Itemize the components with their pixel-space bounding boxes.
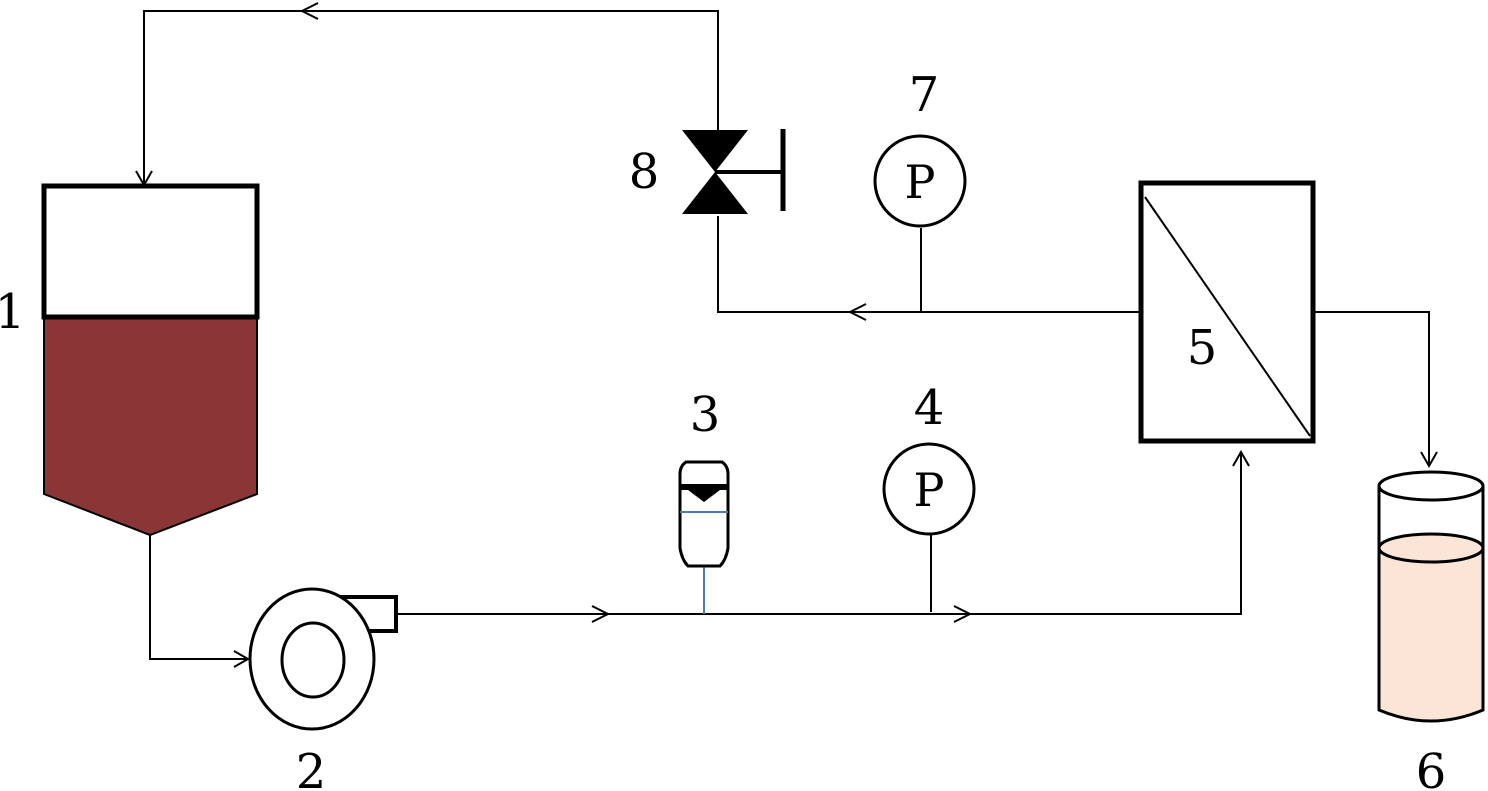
pipe-permeate-line [1314, 311, 1430, 466]
pipe-retentate-line [717, 216, 1140, 313]
arrow-into-pump [233, 650, 251, 668]
valve-lower-triangle [682, 172, 748, 214]
permeate-container [1377, 470, 1485, 723]
outlet-pressure-gauge: P [873, 134, 967, 228]
label-flowmeter: 3 [690, 387, 721, 443]
label-membrane-module: 5 [1187, 320, 1218, 376]
outlet-gauge-letter: P [905, 155, 936, 209]
membrane-separator [1144, 196, 1311, 437]
label-outlet-pressure-gauge: 7 [909, 67, 940, 123]
arrow-return [299, 2, 319, 20]
flowmeter-body [678, 460, 730, 568]
outlet-gauge-dial [873, 134, 967, 228]
label-valve: 8 [629, 144, 660, 200]
pump [248, 587, 398, 731]
permeate-liquid-surface [1377, 532, 1485, 564]
pipe-feed-line [396, 452, 1242, 615]
arrow-into-container [1420, 451, 1438, 469]
label-inlet-pressure-gauge: 4 [914, 380, 945, 436]
pipe-return-line [143, 10, 719, 185]
label-feed-tank: 1 [0, 284, 25, 340]
inlet-gauge-letter: P [914, 463, 945, 517]
arrow-into-module [1232, 449, 1250, 467]
permeate-liquid [1377, 546, 1485, 723]
inlet-pressure-gauge: P [882, 442, 976, 536]
valve-upper-triangle [682, 130, 748, 172]
container-rim [1377, 470, 1485, 502]
feed-tank-headspace [41, 183, 260, 320]
inlet-gauge-dial [882, 442, 976, 536]
membrane-module [1138, 180, 1316, 444]
arrow-retentate [847, 303, 867, 321]
pipe-tank-to-pump [149, 535, 248, 660]
label-permeate-container: 6 [1416, 744, 1447, 791]
arrow-feed-1 [591, 605, 611, 623]
arrow-feed-2 [953, 605, 973, 623]
feed-tank [41, 183, 260, 537]
pump-impeller [280, 621, 346, 699]
valve [682, 129, 786, 214]
label-pump: 2 [296, 744, 327, 791]
feed-tank-liquid [43, 316, 258, 537]
flowmeter-band [680, 484, 728, 490]
flowmeter-float [688, 490, 720, 502]
flowmeter [678, 460, 730, 568]
